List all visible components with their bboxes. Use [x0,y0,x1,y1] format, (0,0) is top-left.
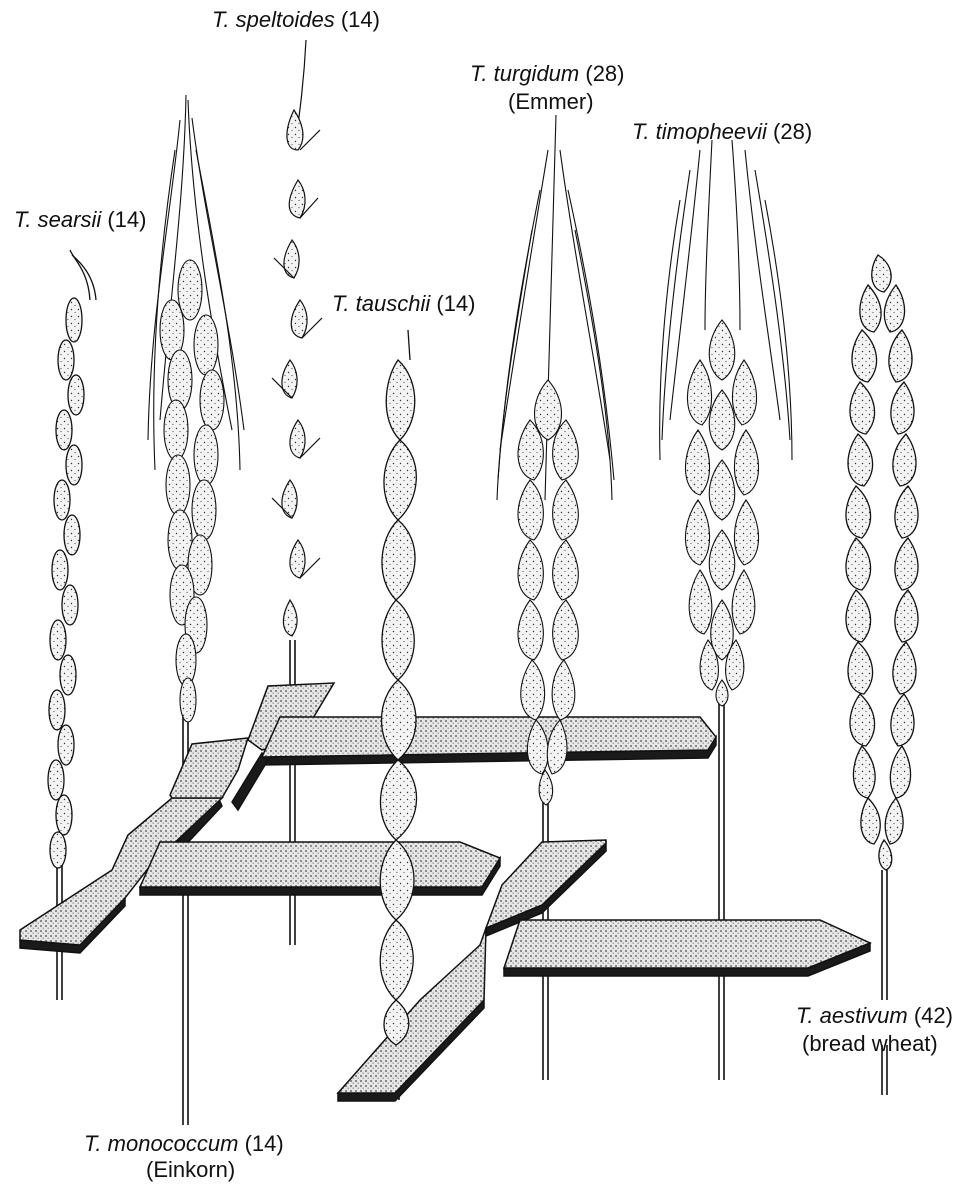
species-name: T. turgidum [470,61,579,86]
species-name: T. tauschii [332,291,430,316]
spike-aestivum [846,255,918,870]
species-name: T. aestivum [796,1003,908,1028]
species-name: T. timopheevii [632,119,767,144]
label-searsii: T. searsii (14) [14,208,146,232]
label-tauschii: T. tauschii (14) [332,292,476,316]
label-speltoides: T. speltoides (14) [212,8,380,32]
common-name-monococcum: (Einkorn) [146,1158,235,1182]
panel-turgidum-link [486,840,606,928]
panel-upper-wide [262,717,716,757]
chromosome-count: (14) [341,7,380,32]
spike-speltoides [272,40,322,636]
chromosome-count: (28) [773,119,812,144]
panel-lower-wide [504,920,870,968]
spike-turgidum [497,115,614,805]
label-aestivum: T. aestivum (42) [796,1004,953,1028]
spike-timopheevii [660,140,792,706]
panel-middle-wide [140,842,500,887]
common-name-aestivum: (bread wheat) [802,1032,938,1056]
chromosome-count: (14) [107,207,146,232]
species-name: T. speltoides [212,7,335,32]
chromosome-count: (42) [914,1003,953,1028]
chromosome-count: (28) [585,61,624,86]
label-monococcum: T. monococcum (14) [84,1132,284,1156]
panel-monococcum-link [170,738,248,798]
spike-searsii [48,250,96,868]
spike-monococcum [148,95,244,722]
label-timopheevii: T. timopheevii (28) [632,120,812,144]
connector-panels [20,683,870,1101]
spike-tauschii [380,330,416,1045]
label-turgidum: T. turgidum (28) [470,62,625,86]
common-name-turgidum: (Emmer) [508,90,594,114]
species-name: T. searsii [14,207,101,232]
chromosome-count: (14) [245,1131,284,1156]
species-name: T. monococcum [84,1131,238,1156]
chromosome-count: (14) [436,291,475,316]
